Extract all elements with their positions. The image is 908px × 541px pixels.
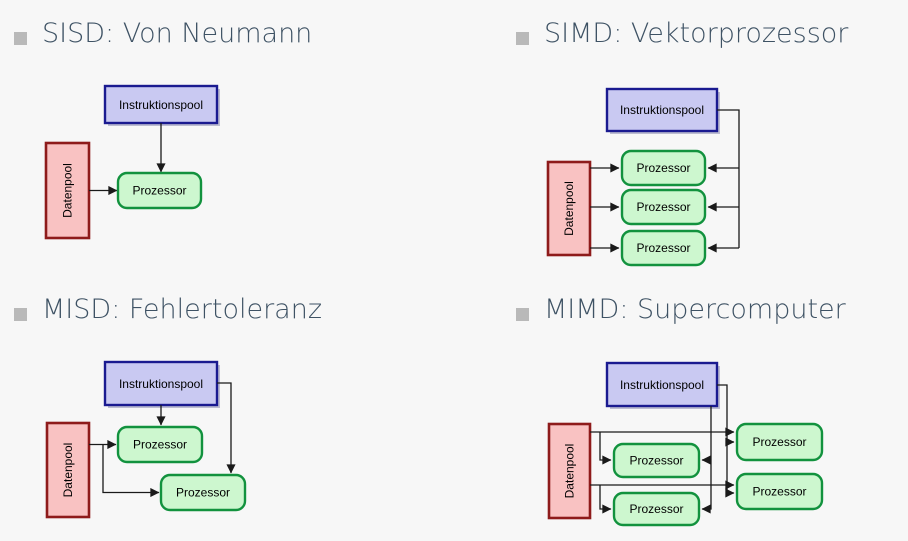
mimd-diagram: Instruktionspool Datenpool Prozessor Pro… — [547, 361, 824, 527]
data-pool-box — [547, 422, 592, 520]
heading-mimd-label: MIMD: Supercomputer — [544, 294, 846, 325]
processor-box — [735, 472, 824, 511]
data-arrow — [102, 444, 160, 498]
heading-simd: SIMD: Vektorprozessor — [516, 18, 848, 49]
processor-box — [612, 491, 701, 527]
heading-misd-label: MISD: Fehlertoleranz — [42, 294, 323, 325]
data-pool-box — [44, 141, 91, 240]
processor-box — [620, 188, 707, 226]
heading-misd: MISD: Fehlertoleranz — [14, 294, 322, 325]
instruction-pool-label: Instruktionspool — [119, 377, 203, 391]
instruction-pool-label: Instruktionspool — [620, 103, 704, 117]
processor-label: Prozessor — [132, 184, 186, 198]
data-pool-label: Datenpool — [562, 181, 576, 236]
processor-label: Prozessor — [636, 161, 690, 175]
processor-label: Prozessor — [752, 485, 806, 499]
processor-box — [116, 425, 204, 464]
processor-label: Prozessor — [629, 454, 683, 468]
bullet-square-icon — [14, 32, 27, 45]
instruction-pool-box — [103, 84, 219, 125]
data-pool-box — [546, 160, 592, 257]
data-pool-label: Datenpool — [563, 444, 577, 499]
heading-mimd: MIMD: Supercomputer — [516, 294, 846, 325]
data-pool-label: Datenpool — [61, 443, 75, 498]
processor-label: Prozessor — [752, 435, 806, 449]
processor-box — [159, 473, 247, 512]
data-pool-box — [45, 421, 91, 519]
data-arrow — [599, 485, 612, 514]
heading-sisd-label: SISD: Von Neumann — [42, 18, 313, 49]
instruction-pool-label: Instruktionspool — [620, 378, 704, 392]
sisd-diagram: Instruktionspool Datenpool Prozessor — [44, 84, 220, 240]
processor-box — [620, 149, 707, 187]
bullet-square-icon — [516, 308, 529, 321]
processor-box — [620, 229, 707, 267]
data-arrow — [599, 432, 612, 465]
processor-label: Prozessor — [629, 502, 683, 516]
misd-diagram: Instruktionspool Datenpool Prozessor Pro… — [45, 360, 247, 519]
heading-simd-label: SIMD: Vektorprozessor — [544, 18, 849, 49]
bullet-square-icon — [516, 32, 529, 45]
heading-sisd: SISD: Von Neumann — [14, 18, 312, 49]
processor-label: Prozessor — [133, 438, 187, 452]
instruction-bus — [701, 406, 712, 514]
simd-diagram: Instruktionspool Datenpool Prozessor Pro… — [546, 87, 740, 267]
processor-box — [612, 442, 701, 479]
instruction-pool-label: Instruktionspool — [119, 98, 203, 112]
instruction-bus — [717, 109, 740, 248]
data-pool-label: Datenpool — [61, 163, 75, 218]
processor-label: Prozessor — [636, 200, 690, 214]
processor-label: Prozessor — [636, 241, 690, 255]
bullet-square-icon — [14, 308, 27, 321]
instruction-pool-box — [605, 361, 719, 408]
processor-label: Prozessor — [176, 486, 230, 500]
instruction-arrow — [217, 382, 236, 474]
processor-box — [735, 422, 824, 462]
processor-box — [116, 171, 203, 210]
